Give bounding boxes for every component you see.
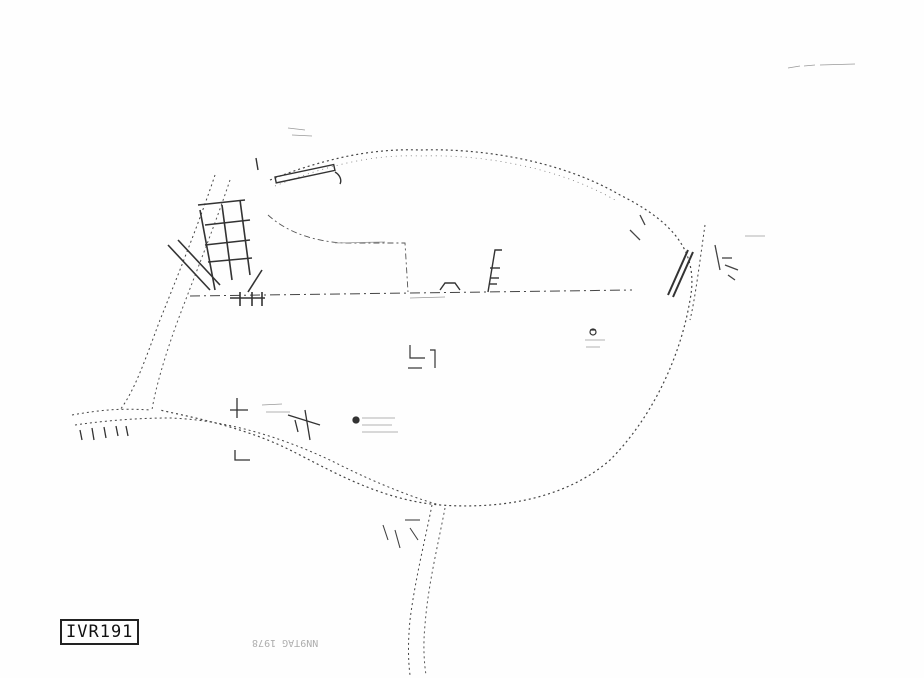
- central-structure: [439, 249, 502, 293]
- enclosure-boundary-inner: [274, 155, 616, 201]
- archive-stamp: NN9TAG 1978: [252, 637, 319, 648]
- north-wall: [255, 157, 342, 185]
- east-wall: [667, 249, 694, 298]
- section-line: [189, 289, 633, 297]
- south-road-edge: [423, 507, 446, 676]
- catalog-code-label: IVR191: [60, 619, 140, 645]
- southwest-ruins: [79, 398, 360, 461]
- west-road-edge: [151, 179, 231, 411]
- east-road: [689, 224, 706, 321]
- south-ruins: [382, 519, 420, 549]
- annotations: [261, 63, 856, 433]
- trench-line: [267, 214, 409, 293]
- east-ruins: [629, 214, 739, 281]
- west-road: [119, 174, 216, 411]
- west-structures: [167, 199, 265, 306]
- southwest-road: [71, 408, 151, 416]
- south-road: [408, 504, 433, 676]
- southwest-road-edge: [74, 417, 441, 506]
- middle-ruins: [408, 328, 597, 369]
